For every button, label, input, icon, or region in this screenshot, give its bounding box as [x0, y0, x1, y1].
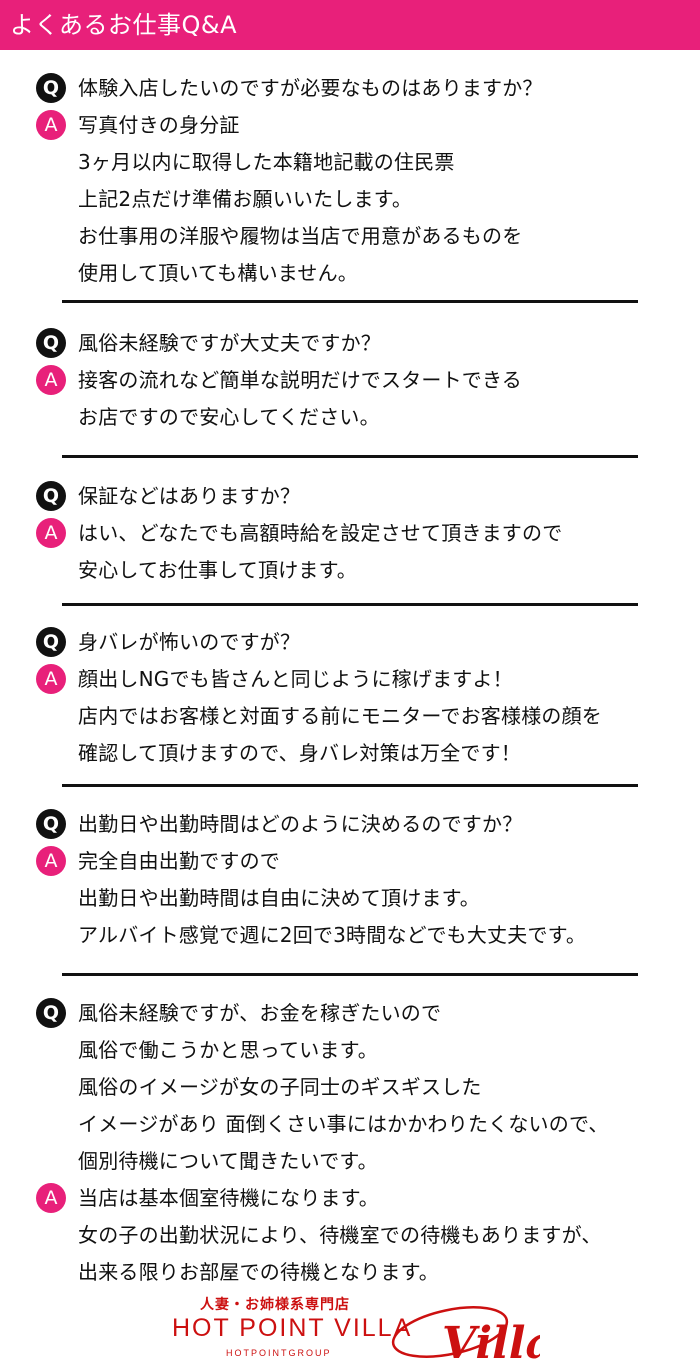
answer-text: 写真付きの身分証 [78, 113, 240, 137]
answer-text: 当店は基本個室待機になります。 [78, 1186, 379, 1210]
answer-icon: A [36, 1183, 66, 1213]
answer-text: 確認して頂けますので、身バレ対策は万全です！ [78, 741, 521, 765]
answer-text: 顔出しNGでも皆さんと同じように稼げますよ！ [78, 667, 513, 691]
section-divider [62, 455, 638, 458]
footer-logo: 人妻・お姉様系専門店 HOT POINT VILLA HOTPOINTGROUP… [0, 1292, 700, 1370]
answer-text: 店内ではお客様と対面する前にモニターでお客様様の顔を [78, 704, 602, 728]
question-icon: Q [36, 328, 66, 358]
section-divider [62, 603, 638, 606]
answer-icon: A [36, 846, 66, 876]
answer-text: 上記2点だけ準備お願いいたします。 [78, 187, 413, 211]
answer-text: 女の子の出勤状況により、待機室での待機もありますが、 [78, 1223, 602, 1247]
shop-brand-name: HOT POINT VILLA [172, 1314, 413, 1342]
question-text: 風俗のイメージが女の子同士のギスギスした [78, 1075, 482, 1099]
answer-text: 完全自由出勤ですので [78, 849, 280, 873]
question-icon: Q [36, 73, 66, 103]
question-text: 身バレが怖いのですが？ [78, 630, 301, 654]
villa-script-logo: Villa [391, 1306, 540, 1369]
question-icon: Q [36, 809, 66, 839]
answer-icon: A [36, 518, 66, 548]
question-icon: Q [36, 998, 66, 1028]
question-text: 体験入店したいのですが必要なものはありますか？ [78, 76, 543, 100]
answer-text: お店ですので安心してください。 [78, 405, 380, 429]
question-text: 風俗未経験ですが大丈夫ですか？ [78, 331, 381, 355]
answer-text: アルバイト感覚で週に2回で3時間などでも大丈夫です。 [78, 923, 587, 947]
answer-text: お仕事用の洋服や履物は当店で用意があるものを [78, 224, 523, 248]
question-text: 風俗未経験ですが、お金を稼ぎたいので [78, 1001, 442, 1025]
answer-text: 接客の流れなど簡単な説明だけでスタートできる [78, 368, 522, 392]
header-bar: よくあるお仕事Q&A [0, 0, 700, 50]
section-divider [62, 784, 638, 787]
question-text: 保証などはありますか？ [78, 484, 301, 508]
question-text: イメージがあり 面倒くさい事にはかかわりたくないので、 [78, 1112, 609, 1136]
section-divider [62, 973, 638, 976]
section-divider [62, 300, 638, 303]
answer-text: 出勤日や出勤時間は自由に決めて頂けます。 [78, 886, 480, 910]
question-text: 風俗で働こうかと思っています。 [78, 1038, 378, 1062]
page-title: よくあるお仕事Q&A [10, 11, 238, 39]
question-text: 個別待機について聞きたいです。 [78, 1149, 378, 1173]
answer-text: 3ヶ月以内に取得した本籍地記載の住民票 [78, 150, 455, 174]
answer-text: 出来る限りお部屋での待機となります。 [78, 1260, 439, 1284]
answer-icon: A [36, 365, 66, 395]
question-icon: Q [36, 627, 66, 657]
villa-script-text: Villa [442, 1318, 540, 1369]
answer-text: 使用して頂いても構いません。 [78, 261, 358, 285]
question-text: 出勤日や出勤時間はどのように決めるのですか？ [78, 812, 523, 836]
answer-icon: A [36, 664, 66, 694]
answer-text: はい、どなたでも高額時給を設定させて頂きますので [78, 521, 563, 545]
answer-icon: A [36, 110, 66, 140]
answer-text: 安心してお仕事して頂けます。 [78, 558, 357, 582]
group-name: HOTPOINTGROUP [226, 1348, 332, 1358]
question-icon: Q [36, 481, 66, 511]
shop-tagline: 人妻・お姉様系専門店 [200, 1297, 350, 1313]
